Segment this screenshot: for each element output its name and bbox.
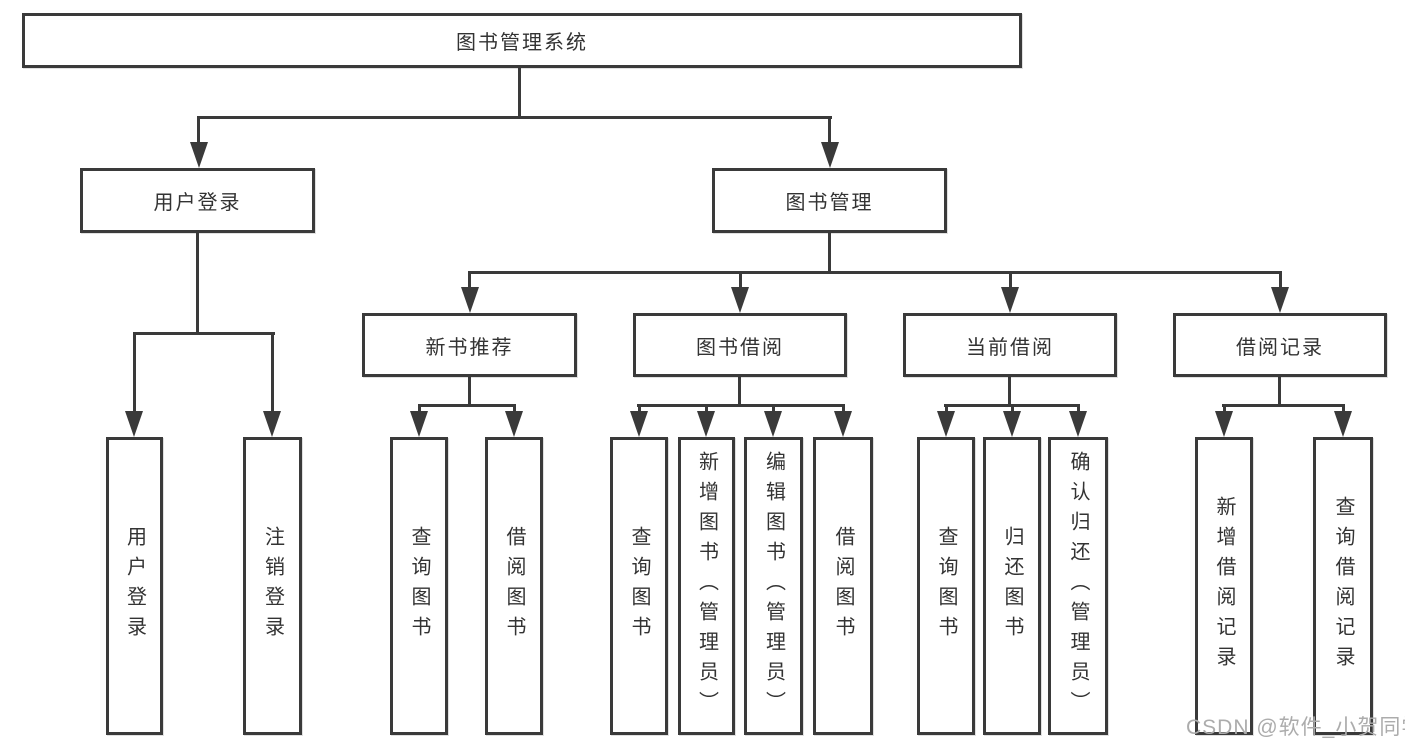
leaf-current-return: 归还图书 — [983, 437, 1041, 735]
node-book-management-label: 图书管理 — [785, 192, 874, 214]
connector-drop — [271, 332, 274, 412]
connector-drop — [705, 404, 708, 414]
leaf-newbook-query: 查询图书 — [390, 437, 448, 735]
arrow-down-icon — [125, 411, 143, 437]
connector-drop — [1279, 271, 1282, 289]
leaf-logout: 注销登录 — [243, 437, 302, 735]
leaf-current-confirm-return-admin: 确认归还（管理员） — [1048, 437, 1108, 735]
connector-drop — [133, 332, 136, 412]
leaf-user-login-label: 用户登录 — [123, 526, 146, 646]
arrow-down-icon — [1334, 411, 1352, 437]
connector-drop — [945, 404, 948, 414]
arrow-down-icon — [1069, 411, 1087, 437]
leaf-record-add: 新增借阅记录 — [1195, 437, 1253, 735]
node-borrow-record: 借阅记录 — [1173, 313, 1387, 377]
node-root: 图书管理系统 — [22, 13, 1022, 68]
leaf-borrow-borrow-book-label: 借阅图书 — [832, 526, 854, 646]
leaf-current-confirm-return-admin-label: 确认归还（管理员） — [1067, 451, 1089, 721]
node-current-borrow-label: 当前借阅 — [966, 336, 1054, 359]
node-book-borrow-label: 图书借阅 — [696, 336, 784, 359]
node-user-login-label: 用户登录 — [153, 192, 242, 214]
connector-drop — [1011, 404, 1014, 414]
leaf-user-login: 用户登录 — [106, 437, 163, 735]
leaf-current-query-label: 查询图书 — [935, 526, 957, 646]
arrow-down-icon — [937, 411, 955, 437]
arrow-down-icon — [410, 411, 428, 437]
leaf-current-return-label: 归还图书 — [1001, 526, 1023, 646]
connector-stem — [738, 377, 741, 406]
connector-drop — [1009, 271, 1012, 289]
leaf-borrow-query-label: 查询图书 — [628, 526, 650, 646]
arrow-down-icon — [190, 142, 208, 168]
csdn-watermark: CSDN @软件_小贺同学 — [1186, 716, 1405, 739]
arrow-down-icon — [834, 411, 852, 437]
connector-drop — [513, 404, 516, 414]
connector-stem — [828, 233, 831, 273]
leaf-borrow-edit-book-admin-label: 编辑图书（管理员） — [762, 451, 785, 721]
connector-drop — [418, 404, 421, 414]
node-user-login: 用户登录 — [80, 168, 315, 233]
arrow-down-icon — [1215, 411, 1233, 437]
leaf-newbook-borrow-label: 借阅图书 — [503, 526, 525, 646]
connector-stem — [1278, 377, 1281, 406]
leaf-record-query: 查询借阅记录 — [1313, 437, 1373, 735]
connector-stem — [196, 233, 199, 334]
connector-drop — [772, 404, 775, 414]
arrow-down-icon — [1001, 287, 1019, 313]
connector-stem — [518, 68, 521, 118]
connector-branch — [637, 404, 845, 407]
node-root-label: 图书管理系统 — [456, 32, 588, 54]
leaf-current-query: 查询图书 — [917, 437, 975, 735]
connector-branch — [197, 116, 832, 119]
leaf-borrow-edit-book-admin: 编辑图书（管理员） — [744, 437, 803, 735]
node-book-management: 图书管理 — [712, 168, 947, 233]
connector-drop — [842, 404, 845, 414]
connector-drop — [1342, 404, 1345, 414]
arrow-down-icon — [1003, 411, 1021, 437]
arrow-down-icon — [731, 287, 749, 313]
arrow-down-icon — [461, 287, 479, 313]
connector-branch — [468, 271, 1282, 274]
node-borrow-record-label: 借阅记录 — [1236, 336, 1324, 359]
connector-drop — [638, 404, 641, 414]
arrow-down-icon — [1271, 287, 1289, 313]
connector-drop — [197, 116, 200, 146]
leaf-record-add-label: 新增借阅记录 — [1213, 496, 1235, 676]
connector-branch — [418, 404, 516, 407]
arrow-down-icon — [263, 411, 281, 437]
node-new-book-recommend-label: 新书推荐 — [425, 336, 514, 359]
arrow-down-icon — [505, 411, 523, 437]
leaf-newbook-borrow: 借阅图书 — [485, 437, 543, 735]
connector-drop — [1077, 404, 1080, 414]
leaf-borrow-query: 查询图书 — [610, 437, 668, 735]
node-current-borrow: 当前借阅 — [903, 313, 1117, 377]
leaf-logout-label: 注销登录 — [261, 526, 284, 646]
connector-drop — [739, 271, 742, 289]
leaf-borrow-add-book-admin-label: 新增图书（管理员） — [695, 451, 718, 721]
arrow-down-icon — [697, 411, 715, 437]
node-book-borrow: 图书借阅 — [633, 313, 847, 377]
arrow-down-icon — [764, 411, 782, 437]
connector-drop — [828, 116, 831, 146]
connector-stem — [468, 377, 471, 406]
connector-branch — [1222, 404, 1345, 407]
leaf-borrow-add-book-admin: 新增图书（管理员） — [678, 437, 735, 735]
arrow-down-icon — [630, 411, 648, 437]
connector-drop — [1223, 404, 1226, 414]
arrow-down-icon — [821, 142, 839, 168]
node-new-book-recommend: 新书推荐 — [362, 313, 577, 377]
leaf-newbook-query-label: 查询图书 — [408, 526, 430, 646]
connector-drop — [468, 271, 471, 289]
connector-branch — [133, 332, 275, 335]
connector-stem — [1008, 377, 1011, 406]
leaf-record-query-label: 查询借阅记录 — [1332, 496, 1354, 676]
leaf-borrow-borrow-book: 借阅图书 — [813, 437, 873, 735]
